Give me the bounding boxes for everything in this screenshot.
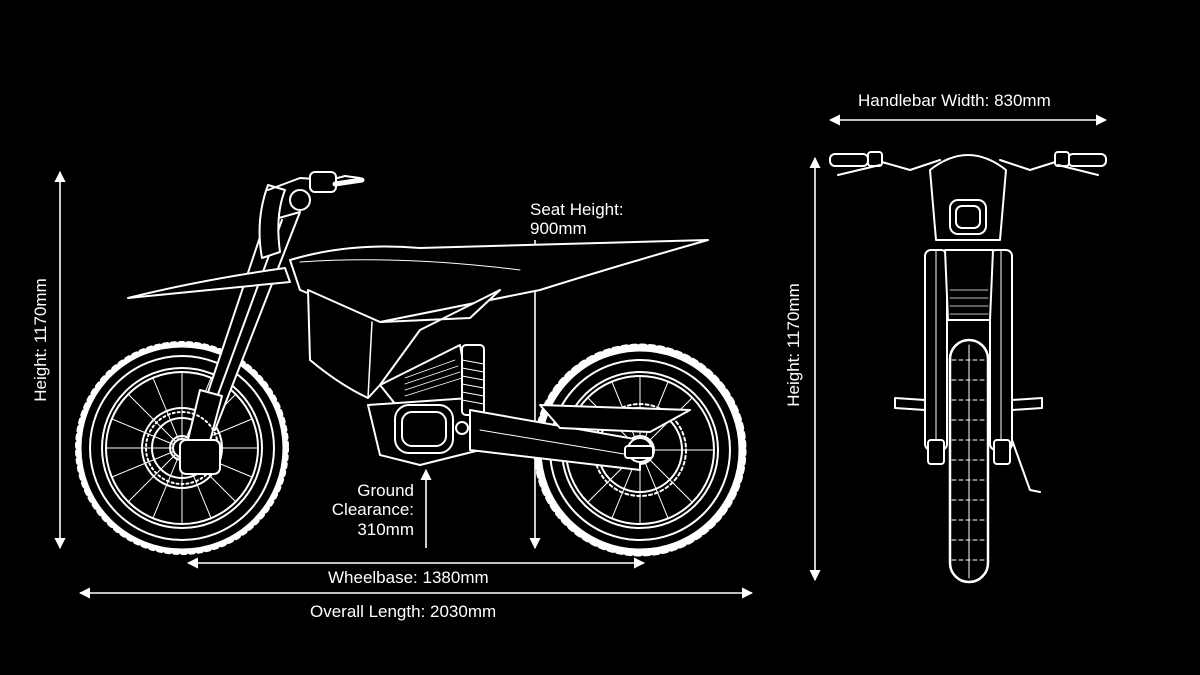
- chain-guard: [539, 404, 691, 433]
- front-handlebar: [829, 151, 1107, 176]
- height-side-label: Height: 1170mm: [31, 278, 50, 402]
- handlebar-width-label: Handlebar Width: 830mm: [858, 91, 1051, 110]
- overall-length-label: Overall Length: 2030mm: [310, 602, 497, 621]
- ground-clearance-label-line3: 310mm: [357, 520, 414, 539]
- headlight: [258, 184, 286, 259]
- motor: [367, 397, 481, 466]
- side-view-bike: [75, 171, 747, 557]
- rear-shock: [461, 344, 485, 416]
- handlebar: [267, 171, 365, 211]
- height-front-label: Height: 1170mm: [784, 283, 803, 407]
- seat-height-label-line1: Seat Height:: [530, 200, 624, 219]
- wheelbase-label: Wheelbase: 1380mm: [328, 568, 489, 587]
- footpegs: [894, 397, 1043, 411]
- side-panel: [307, 289, 501, 399]
- seat-height-label-line2: 900mm: [530, 219, 587, 238]
- ground-clearance-label-line2: Clearance:: [331, 500, 414, 519]
- front-view-bike: [829, 151, 1107, 584]
- front-tire: [948, 338, 990, 584]
- ground-clearance-label-line1: Ground: [357, 481, 414, 500]
- kickstand: [1011, 439, 1041, 493]
- front-fender: [127, 267, 291, 299]
